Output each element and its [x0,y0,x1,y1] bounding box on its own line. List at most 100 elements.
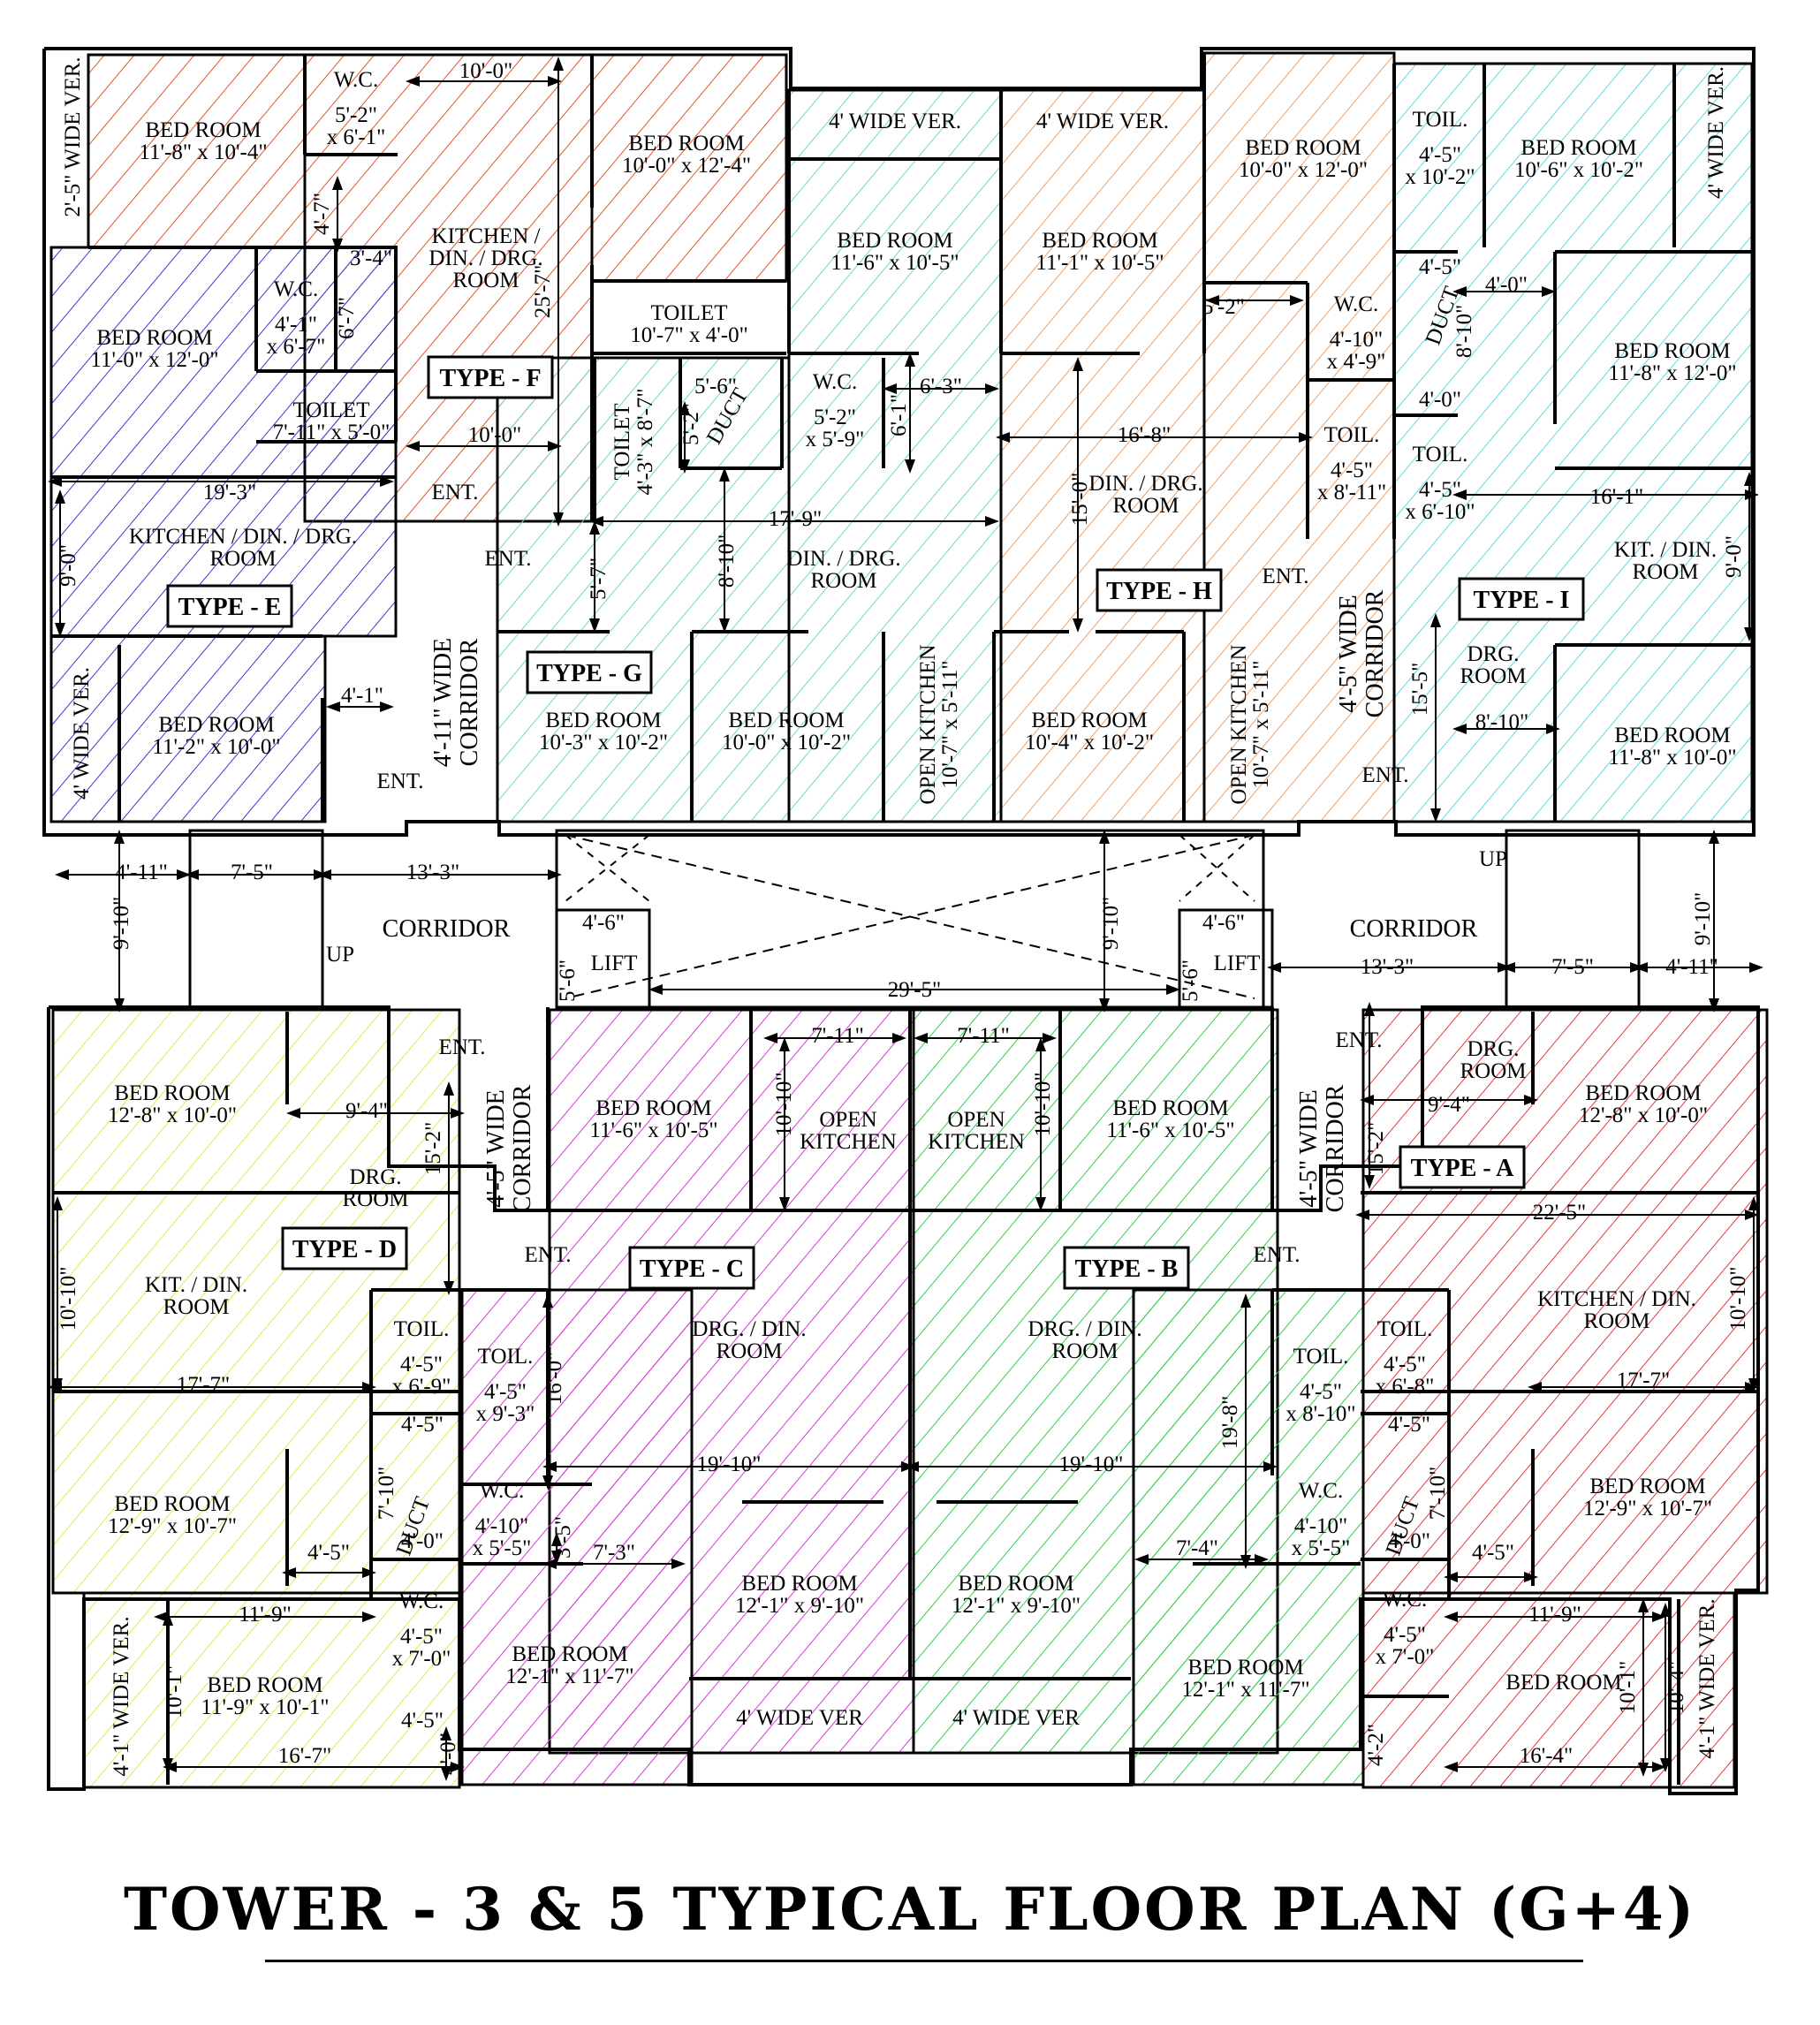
room-size: 11'-6" x 10'-5" [830,251,959,275]
dim-text: 5'-2" [679,403,703,445]
room-size: 11'-0" x 12'-0" [90,348,218,372]
room-size: 11'-8" x 12'-0" [1608,361,1736,385]
veranda-label: 2'-5" WIDE VER. [61,57,85,216]
dim-text: 17'-7" [177,1373,231,1397]
room-name: W.C. [480,1479,524,1503]
entry-label: ENT. [439,1035,486,1059]
room-name: ROOM [716,1339,782,1363]
dim-text: 6'-3" [920,375,962,398]
room-size: 12'-8" x 10'-0" [1579,1104,1708,1127]
room-name: BED ROOM [1187,1656,1303,1680]
room-name: KIT. / DIN. [145,1273,247,1297]
type-label-a: TYPE - A [1411,1155,1514,1182]
dim-text: 19'-10" [696,1452,761,1476]
dim-text: 3'-5" [551,1516,575,1559]
walls [42,47,1760,1795]
room-size: x 8'-11" [1317,481,1386,504]
type-label-g: TYPE - G [536,660,642,687]
room-size: 4'-5" [400,1353,443,1377]
room-name: BED ROOM [1589,1475,1705,1498]
dim-text: 4'-5" [1472,1541,1514,1565]
type-label-i: TYPE - I [1474,587,1570,614]
room-name: BED ROOM [545,709,661,732]
room-name: OPEN KITCHEN [1227,644,1251,804]
room-name: ROOM [1460,1059,1526,1083]
room-size: 11'-1" x 10'-5" [1035,251,1164,275]
room-size: 4'-10" [1330,328,1384,352]
room-size: 4'-10" [1294,1514,1348,1538]
room-name: BED ROOM [1614,724,1730,747]
room-name: DIN. / DRG. [428,246,542,270]
room-name: DIN. / DRG. [1088,472,1202,496]
lift-right [1178,908,1274,1009]
dim-text: 16'-0" [542,1352,566,1406]
dim-text: 9'-4" [1428,1093,1470,1117]
room-name: BED ROOM [1031,709,1147,732]
entry-label: ENT. [432,481,479,504]
dim-text: 15'-2" [421,1122,445,1176]
room-name: BED ROOM [1505,1671,1621,1695]
room-size: 10'-7" x 5'-11" [938,660,962,788]
lift-label: LIFT [1214,952,1261,975]
dim-text: 4'-0" [401,1529,444,1553]
room-name: BED ROOM [1614,339,1730,363]
type-label-f: TYPE - F [439,365,541,392]
dim-text: 22'-5" [1533,1201,1587,1225]
dim-text: 4'-0" [1419,388,1461,412]
room-size: x 9'-3" [476,1402,535,1426]
room-name: BED ROOM [1042,229,1157,253]
corridor-left-label: CORRIDOR [383,915,511,943]
entry-label: ENT. [1263,565,1309,588]
unit-a-zone-1 [1361,1008,1769,1595]
dim-text: 5'-7" [587,557,610,600]
dim-text: 15'-5" [1408,663,1432,717]
room-name: ROOM [163,1295,229,1319]
room-name: TOIL. [1377,1317,1433,1341]
corridor-width-label: CORRIDOR [1361,589,1389,717]
room-name: TOIL. [1413,443,1468,466]
corridor-width-label: CORRIDOR [456,638,483,766]
room-size: 10'-0" x 10'-2" [722,731,851,755]
room-name: OPEN [947,1108,1005,1132]
room-size: 4'-5" [1331,459,1373,482]
veranda-label: 4'-1" WIDE VER. [110,1616,133,1776]
corridor-width-label: 4'-5" WIDE [1335,595,1362,712]
dim-text: 7'-11" [957,1024,1010,1048]
room-size: 12'-1" x 11'-7" [505,1665,633,1688]
room-size: 12'-1" x 9'-10" [735,1594,864,1618]
dim-text: 9'-0" [1722,535,1746,578]
dim-text: 19'-10" [1058,1452,1123,1476]
room-size: 4'-5" [1384,1623,1426,1647]
room-name: BED ROOM [96,326,212,350]
lift-size: 4'-6" [582,911,625,935]
corridor-labels: CORRIDOR CORRIDOR 4'-11" WIDE CORRIDOR 4… [326,481,1507,1267]
room-name: TOIL. [394,1317,450,1341]
unit-h-zone-1 [999,88,1206,823]
dim-text: 11'-9" [239,1603,292,1627]
lift-size: 4'-6" [1202,911,1245,935]
lift-label: LIFT [591,952,638,975]
room-size: 4'-10" [475,1514,529,1538]
dim-text: 4'-11" [1665,955,1718,979]
unit-a-zone-2 [1361,1591,1736,1789]
room-name: DRG. / DIN. [1028,1317,1141,1341]
room-size: 10'-6" x 10'-2" [1514,158,1643,182]
dim-text: 17'-7" [1617,1369,1671,1392]
room-name: ROOM [1051,1339,1118,1363]
dim-text: 4'-11" [115,861,168,884]
room-name: BED ROOM [1245,136,1361,160]
dim-text: 7'-4" [1176,1536,1218,1560]
room-size: x 6'-1" [327,125,386,149]
entry-label: ENT. [1336,1028,1383,1052]
dim-text: 9'-10" [1099,897,1123,951]
dim-text: 4'-1" [341,684,383,708]
veranda-label: 4' WIDE VER [952,1706,1080,1730]
room-size: 10'-7" x 5'-11" [1249,660,1273,788]
room-name: TOIL. [1324,423,1380,447]
stair-up-label: UP [1479,847,1507,871]
room-size: x 10'-2" [1405,165,1475,189]
corridor-width-label: 4'-5" WIDE [482,1089,510,1207]
room-size: 12'-1" x 9'-10" [952,1594,1081,1618]
dim-text: 5'-6" [694,375,737,398]
lift-size: 5'-6" [1179,959,1202,1002]
